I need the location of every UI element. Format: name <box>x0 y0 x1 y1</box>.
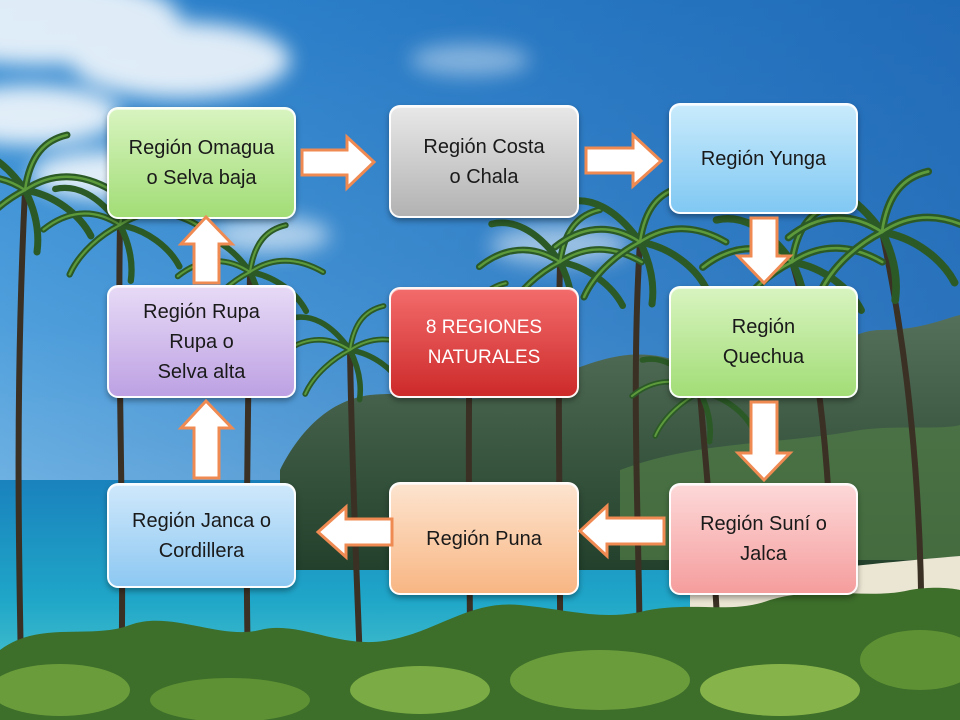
box-label-line: Región Janca o <box>132 509 271 532</box>
arrow-costa-to-yunga <box>584 131 664 190</box>
box-label: Región Quechua <box>723 312 804 372</box>
arrow-puna-to-janca <box>315 503 394 561</box>
arrow-omagua-to-costa <box>300 133 377 192</box>
box-label: 8 REGIONES NATURALES <box>426 313 542 373</box>
box-label-line: Región Omagua <box>128 137 275 159</box>
box-label-line: Cordillera <box>158 539 245 562</box>
box-label: Región Yunga <box>701 144 826 174</box>
box-label: Región Rupa Rupa o Selva alta <box>143 297 260 387</box>
box-label-line: Región <box>731 316 796 338</box>
box-region-costa: Región Costa o Chala <box>389 105 579 218</box>
box-label-line: Quechua <box>722 346 805 368</box>
box-label: Región Janca o Cordillera <box>132 506 271 566</box>
box-region-omagua: Región Omagua o Selva baja <box>107 107 296 219</box>
box-region-yunga: Región Yunga <box>669 103 858 214</box>
arrow-yunga-to-quechua <box>734 216 794 286</box>
box-label-line: Jalca <box>740 543 787 565</box>
box-region-janca: Región Janca o Cordillera <box>107 483 296 588</box>
box-label-line: Región Suní o <box>700 513 827 535</box>
box-label: Región Puna <box>426 524 542 554</box>
box-label: Región Suní o Jalca <box>700 509 827 569</box>
box-label-line: Rupa o <box>169 330 234 353</box>
box-label-line: o Selva baja <box>146 167 257 189</box>
box-label-line: o Chala <box>449 165 519 188</box>
arrow-suni-to-puna <box>577 502 666 560</box>
arrow-quechua-to-suni <box>734 400 794 483</box>
box-label-line: Región Yunga <box>700 147 827 170</box>
box-label-line: Región Puna <box>426 527 542 550</box>
box-region-puna: Región Puna <box>389 482 579 595</box>
box-region-quechua: Región Quechua <box>669 286 858 398</box>
box-label-line: NATURALES <box>427 346 541 368</box>
box-region-rupa-rupa: Región Rupa Rupa o Selva alta <box>107 285 296 398</box>
box-center-title: 8 REGIONES NATURALES <box>389 287 579 398</box>
box-label-line: 8 REGIONES <box>425 316 543 338</box>
box-region-suni: Región Suní o Jalca <box>669 483 858 595</box>
box-label-line: Región Rupa <box>143 300 260 323</box>
box-label: Región Omagua o Selva baja <box>129 133 275 193</box>
box-label-line: Selva alta <box>157 360 246 383</box>
box-label: Región Costa o Chala <box>423 132 544 192</box>
box-label-line: Región Costa <box>423 135 545 158</box>
arrow-janca-to-rupa <box>177 398 236 480</box>
foliage-highlights <box>0 630 960 720</box>
arrow-rupa-to-omagua <box>177 214 236 285</box>
